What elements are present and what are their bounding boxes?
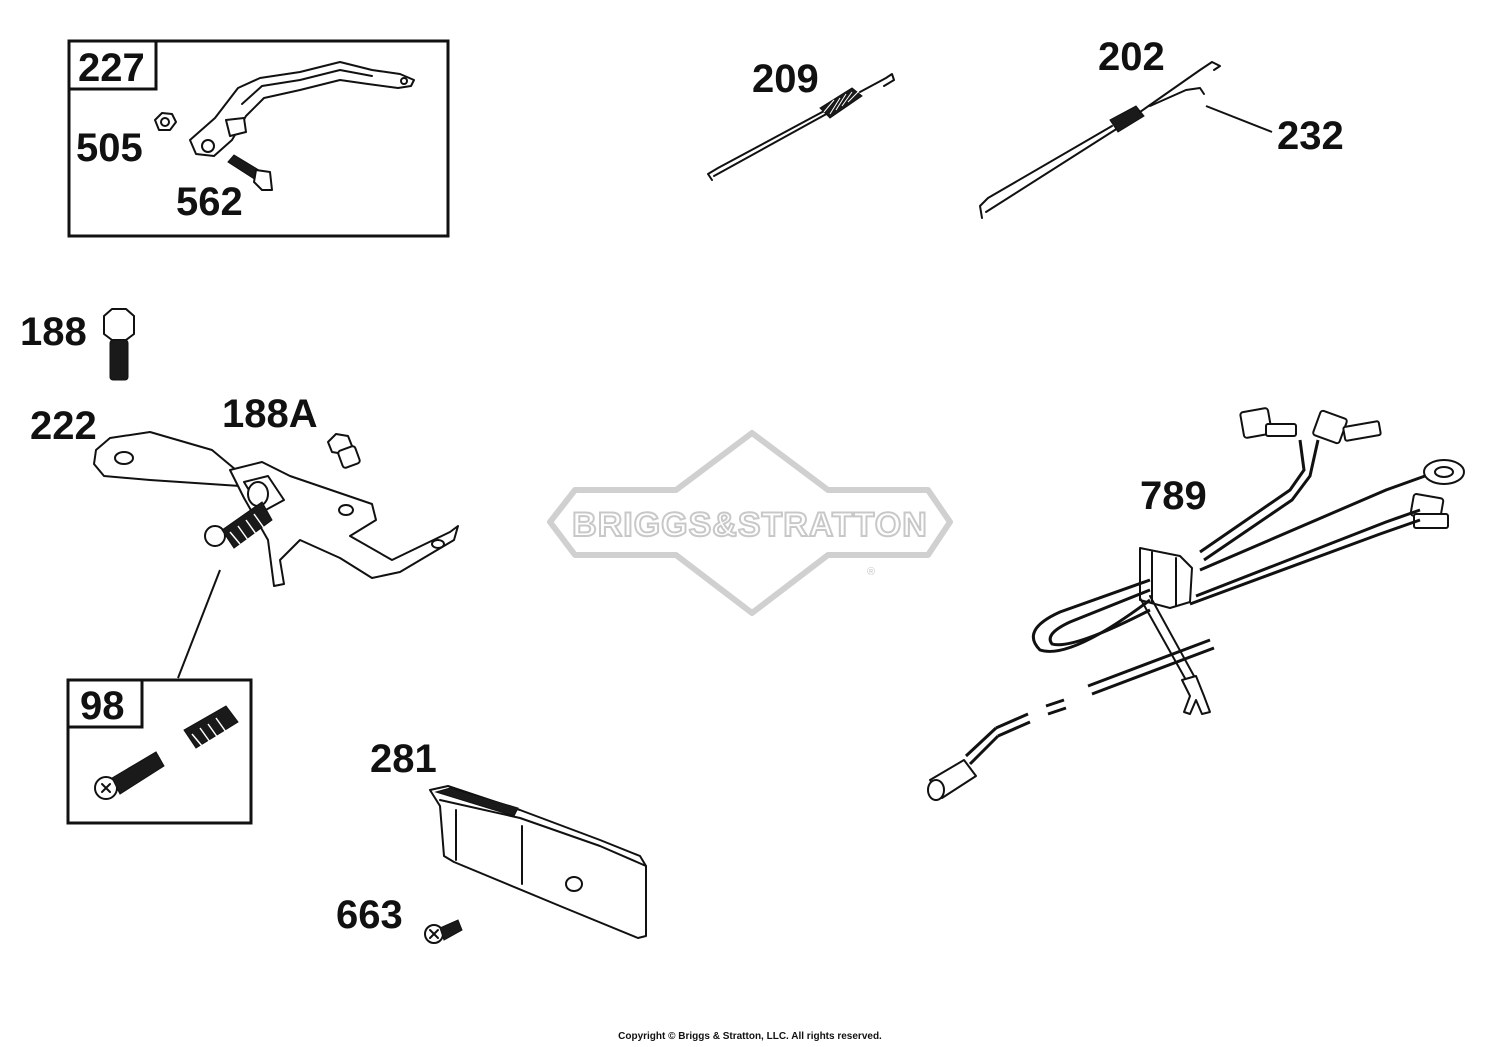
watermark-registered-mark: ® bbox=[867, 566, 875, 578]
callout-188A: 188A bbox=[222, 392, 318, 436]
screw-663 bbox=[424, 919, 463, 944]
ring-terminal bbox=[1423, 459, 1465, 485]
terminal-connector bbox=[1239, 407, 1297, 439]
screw-98 bbox=[94, 751, 165, 800]
adjust-screw-spring bbox=[204, 501, 273, 549]
terminal-connector bbox=[1409, 493, 1449, 529]
screw-188A bbox=[327, 433, 361, 469]
callout-209: 209 bbox=[752, 57, 819, 101]
kit-box-227: 227 bbox=[67, 39, 450, 238]
kit-box-98: 98 bbox=[66, 678, 253, 825]
cover-plate-281 bbox=[429, 785, 647, 939]
control-rod-202 bbox=[979, 61, 1221, 219]
cable-end-ferrule bbox=[927, 759, 977, 801]
spring-rod-209 bbox=[707, 73, 895, 181]
callout-281: 281 bbox=[370, 737, 437, 781]
terminal-connector bbox=[1312, 409, 1382, 445]
briggs-stratton-watermark: BRIGGS&STRATTON ® bbox=[547, 430, 953, 616]
callout-222: 222 bbox=[30, 404, 97, 448]
callout-227: 227 bbox=[78, 46, 145, 90]
wiring-harness-789 bbox=[927, 407, 1465, 801]
callout-663: 663 bbox=[336, 893, 403, 937]
callout-505: 505 bbox=[76, 126, 143, 170]
nut-505 bbox=[154, 112, 177, 131]
callout-562: 562 bbox=[176, 180, 243, 224]
spring-98 bbox=[183, 705, 239, 749]
leader-232 bbox=[1205, 105, 1273, 133]
hex-bolt-188 bbox=[103, 308, 135, 381]
copyright-footer: Copyright © Briggs & Stratton, LLC. All … bbox=[618, 1031, 882, 1042]
spade-terminal bbox=[1181, 675, 1211, 715]
callout-202: 202 bbox=[1098, 35, 1165, 79]
wire-grommet bbox=[1139, 547, 1193, 609]
leader-98 bbox=[177, 569, 221, 679]
spring-coil-209 bbox=[819, 87, 863, 119]
callout-789: 789 bbox=[1140, 474, 1207, 518]
callout-188: 188 bbox=[20, 310, 87, 354]
callout-232: 232 bbox=[1277, 114, 1344, 158]
lever-arm-227 bbox=[189, 61, 415, 157]
callout-98: 98 bbox=[80, 684, 125, 728]
control-bracket-222 bbox=[93, 431, 459, 587]
bolt-562 bbox=[227, 154, 273, 191]
watermark-brand-text: BRIGGS&STRATTON bbox=[572, 506, 928, 544]
